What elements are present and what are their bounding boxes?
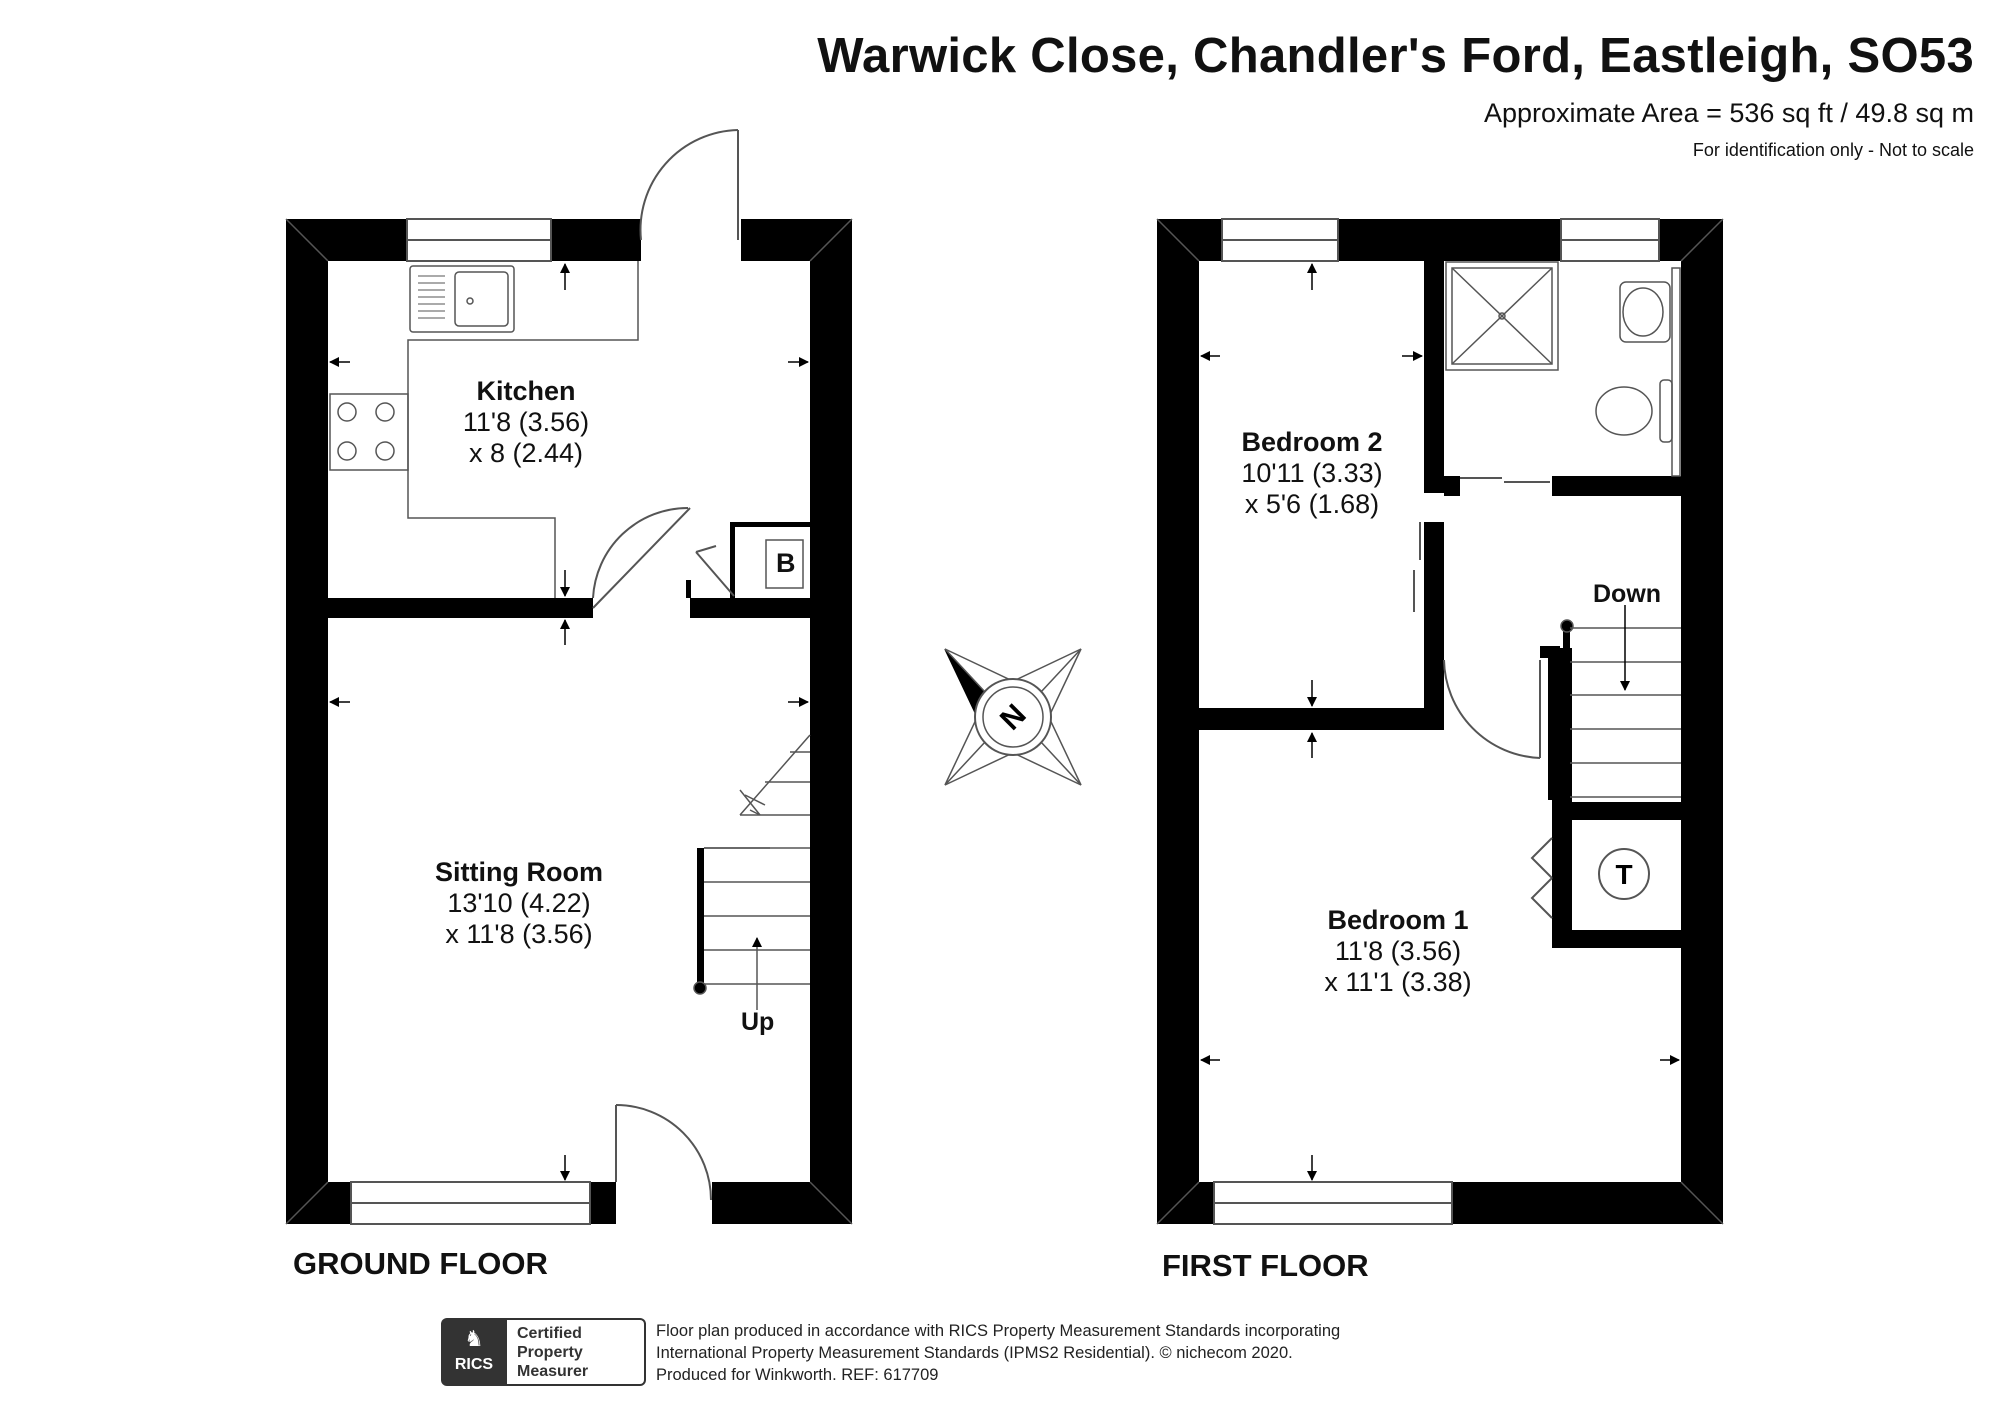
badge-line: Measurer [517,1363,589,1380]
ground-floor-walls [286,219,852,1224]
room-sitting-room: Sitting Room 13'10 (4.22) x 11'8 (3.56) [435,857,603,950]
tank-symbol [1598,848,1650,900]
ground-floor-windows [350,218,591,1225]
stairs-down-label: Down [1593,580,1662,608]
room-dimension: x 11'1 (3.38) [1324,967,1472,997]
room-name: Bedroom 1 [1327,905,1469,935]
tank-label: T [1615,859,1632,890]
footer-line: International Property Measurement Stand… [656,1344,1293,1362]
room-name: Bedroom 2 [1241,427,1383,457]
compass-rose: N [944,648,1082,786]
stairs-up-label: Up [741,1008,775,1036]
room-bedroom-2: Bedroom 2 10'11 (3.33) x 5'6 (1.68) [1241,427,1382,520]
first-floor-dimension-arrows [1200,263,1680,1181]
room-dimension: 10'11 (3.33) [1241,458,1383,488]
room-dimension: x 8 (2.44) [468,438,584,468]
room-dimension: 13'10 (4.22) [447,888,591,918]
stairs-up [693,734,811,1010]
footer-line: Produced for Winkworth. REF: 617709 [656,1366,939,1384]
rics-logo-text: RICS [454,1356,494,1373]
ground-floor-plan [285,129,853,1225]
first-floor-label: FIRST FLOOR [1162,1248,1369,1283]
first-floor-doors [1413,477,1553,919]
room-dimension: 11'8 (3.56) [462,407,590,437]
badge-line: Certified [517,1325,582,1342]
identification-note: For identification only - Not to scale [1692,140,1974,160]
room-name: Kitchen [476,376,576,406]
approximate-area: Approximate Area = 536 sq ft / 49.8 sq m [1483,98,1974,128]
rics-certified-badge: ♞ RICS Certified Property Measurer [441,1318,646,1386]
room-dimension: x 11'8 (3.56) [445,919,593,949]
room-name: Sitting Room [435,857,603,887]
first-floor-plan: T [1156,218,1724,1225]
rics-badge-text: Certified Property Measurer [507,1318,646,1386]
footer-line: Floor plan produced in accordance with R… [656,1322,1341,1340]
lion-icon: ♞ [464,1326,484,1351]
first-floor-walls [1157,219,1723,1224]
first-floor-windows [1213,218,1660,1225]
ground-floor-label: GROUND FLOOR [293,1246,548,1281]
bathroom-fittings [1445,261,1681,477]
room-kitchen: Kitchen 11'8 (3.56) x 8 (2.44) [463,376,589,469]
ground-floor-dimension-arrows [329,263,809,1181]
property-title: Warwick Close, Chandler's Ford, Eastleig… [817,29,1974,83]
kitchen-worktop [329,261,639,598]
room-dimension: 11'8 (3.56) [1334,936,1462,966]
stairs-down [1548,619,1681,806]
room-dimension: x 5'6 (1.68) [1244,489,1380,519]
ground-floor-doors [592,129,739,1201]
room-bedroom-1: Bedroom 1 11'8 (3.56) x 11'1 (3.38) [1324,905,1471,998]
badge-line: Property [517,1344,583,1361]
footer-disclaimer: Floor plan produced in accordance with R… [656,1320,1340,1386]
boiler-label: B [776,548,796,578]
rics-logo: ♞ RICS [441,1318,507,1386]
